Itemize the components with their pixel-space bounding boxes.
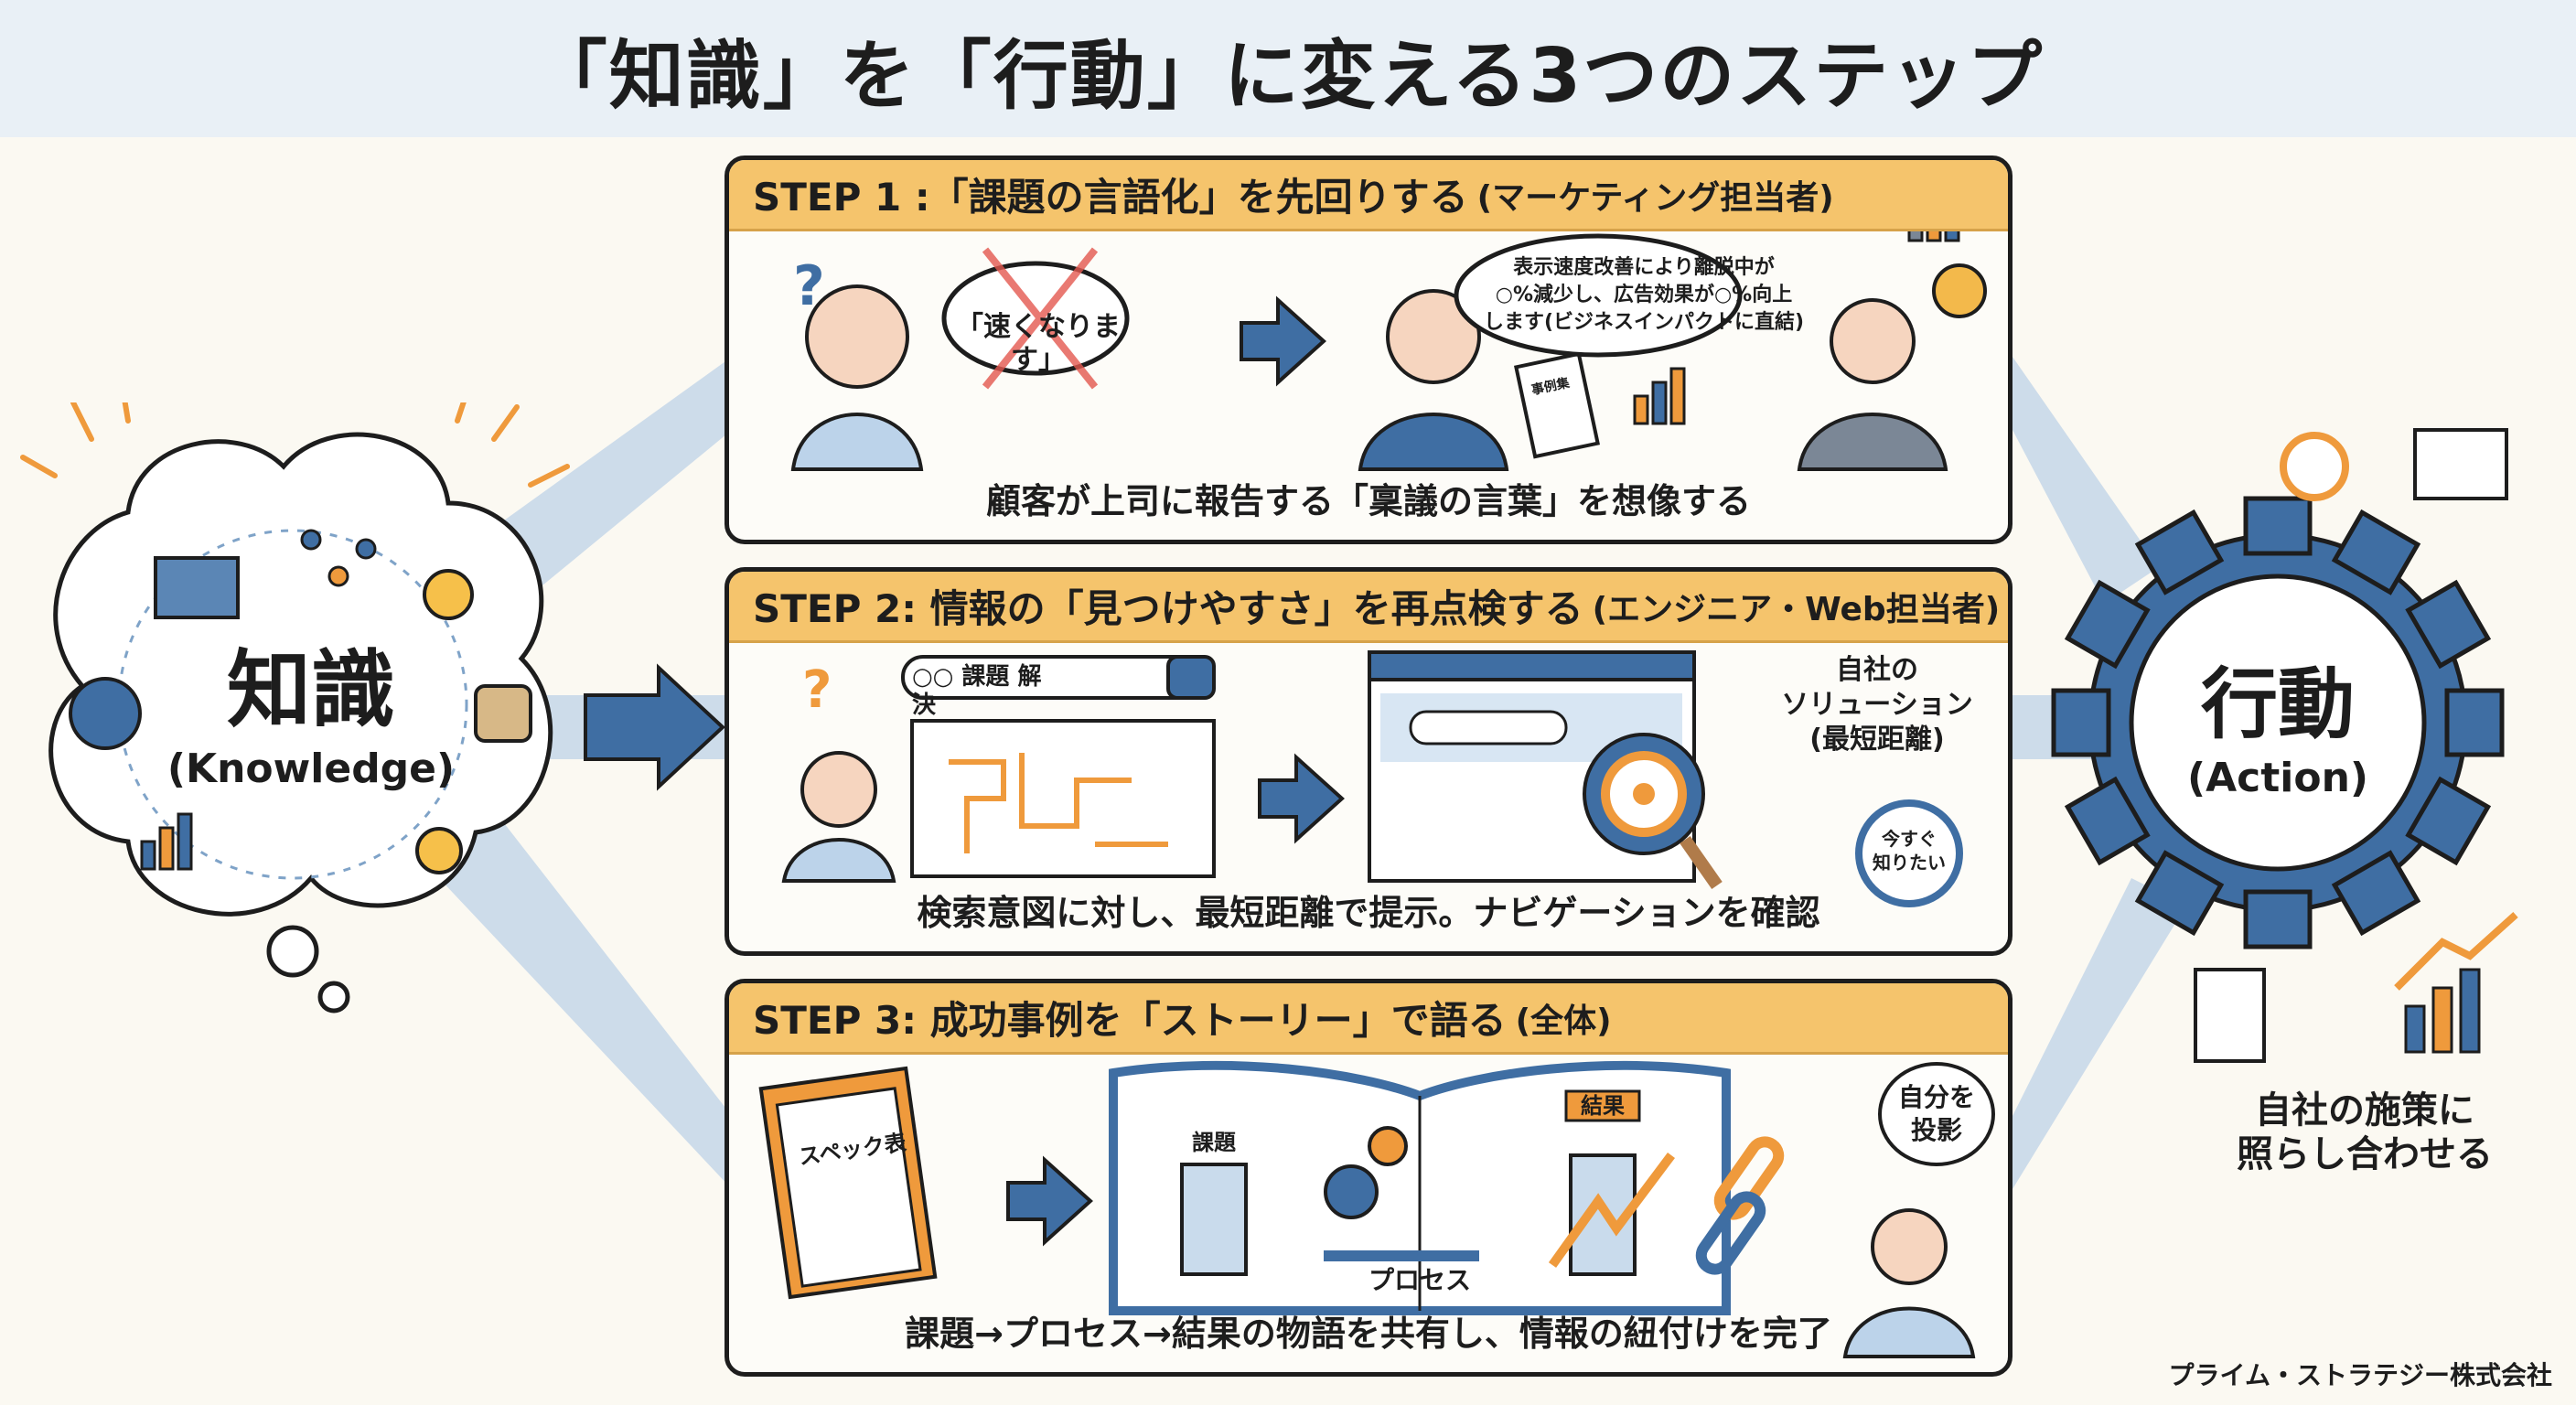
action-note-line1: 自社の施策に bbox=[2255, 1089, 2474, 1132]
confused-user-icon bbox=[781, 751, 896, 883]
step-2-title: STEP 2: 情報の「見つけやすさ」を再点検する bbox=[753, 586, 1583, 631]
chain-link-icon bbox=[1695, 1136, 1785, 1275]
step-1-caption: 顧客が上司に報告する「稟議の言葉」を想像する bbox=[985, 481, 1751, 521]
presentation-chart-icon bbox=[2413, 428, 2508, 500]
clock-icon bbox=[1855, 799, 1963, 907]
clock-label-line1: 今すぐ bbox=[1882, 828, 1937, 850]
step-1-panel: STEP 1 :「課題の言語化」を先回りする(マーケティング担当者) ? 「速く… bbox=[724, 156, 2012, 544]
growth-arrow bbox=[1548, 1153, 1675, 1268]
company-footer: プライム・ストラテジー株式会社 bbox=[2168, 1360, 2552, 1390]
good-phrase-line3: します(ビジネスインパクトに直結) bbox=[1483, 311, 1805, 334]
gear-icon bbox=[1324, 1164, 1379, 1219]
knowledge-label: 知識 bbox=[226, 641, 395, 739]
clock-label-line2: 知りたい bbox=[1873, 852, 1946, 874]
gear-icon bbox=[1368, 1126, 1408, 1166]
arrow-right-icon bbox=[1240, 295, 1326, 387]
thought-line2: 投影 bbox=[1910, 1115, 1962, 1145]
step-2-panel: STEP 2: 情報の「見つけやすさ」を再点検する(エンジニア・Web担当者) … bbox=[724, 567, 2012, 956]
step-2-role: (エンジニア・Web担当者) bbox=[1592, 590, 2001, 628]
step-2-caption: 検索意図に対し、最短距離で提示。ナビゲーションを確認 bbox=[917, 893, 1820, 933]
action-sublabel: (Action) bbox=[2186, 755, 2369, 801]
chart-up-icon bbox=[1633, 367, 1686, 425]
growth-chart-icon bbox=[2394, 912, 2518, 1054]
step-1-title: STEP 1 :「課題の言語化」を先回りする bbox=[753, 175, 1468, 220]
action-gear bbox=[2049, 428, 2518, 1063]
manager-icon bbox=[1797, 298, 1948, 471]
checklist-icon bbox=[2194, 968, 2266, 1063]
lightbulb-icon bbox=[423, 569, 474, 620]
step-3-illustration bbox=[758, 1060, 1995, 1358]
target-label-line2: ソリューション bbox=[1781, 689, 1973, 721]
knowledge-cloud bbox=[20, 402, 570, 1014]
good-phrase-line1: 表示速度改善により離脱中が bbox=[1513, 256, 1775, 279]
lightbulb-icon bbox=[415, 827, 463, 874]
pie-chart-icon bbox=[69, 677, 142, 750]
scroll-icon bbox=[474, 684, 532, 743]
step-1-role: (マーケティング担当者) bbox=[1476, 178, 1834, 217]
thinking-person-icon bbox=[1842, 1208, 1976, 1358]
title-bar: 「知識」を「行動」に変える3つのステップ bbox=[0, 0, 2576, 137]
document-icon bbox=[1513, 351, 1601, 459]
knowledge-sublabel: (Knowledge) bbox=[166, 745, 456, 792]
step-1-illustration: ? bbox=[790, 231, 1987, 471]
arrow-right-icon bbox=[1006, 1155, 1093, 1247]
action-label: 行動 bbox=[2200, 660, 2355, 749]
issue-label: 課題 bbox=[1192, 1130, 1236, 1155]
search-query: ○○ 課題 解決 bbox=[912, 663, 1042, 720]
arrow-right-icon bbox=[584, 663, 725, 791]
action-note-line2: 照らし合わせる bbox=[2237, 1133, 2493, 1175]
bad-phrase-bubble: 「速くなります」 bbox=[956, 311, 1121, 376]
step-3-header: STEP 3: 成功事例を「ストーリー」で語る(全体) bbox=[729, 983, 2008, 1055]
step-3-role: (全体) bbox=[1515, 1002, 1612, 1040]
good-phrase-line2: ○%減少し、広告効果が○%向上 bbox=[1495, 284, 1793, 306]
question-mark-icon: ? bbox=[802, 660, 832, 720]
thought-line1: 自分を bbox=[1897, 1082, 1975, 1112]
bar-chart-icon bbox=[1907, 231, 1960, 242]
arrow-right-icon bbox=[1258, 753, 1345, 844]
magnifier-handle bbox=[1680, 835, 1723, 890]
process-label: プロセス bbox=[1368, 1265, 1471, 1295]
page-title: 「知識」を「行動」に変える3つのステップ bbox=[531, 32, 2045, 120]
step-3-panel: STEP 3: 成功事例を「ストーリー」で語る(全体) スペック表 課題 結果 … bbox=[724, 979, 2012, 1377]
step-2-header: STEP 2: 情報の「見つけやすさ」を再点検する(エンジニア・Web担当者) bbox=[729, 572, 2008, 643]
check-circle-icon bbox=[2280, 432, 2349, 501]
step-2-illustration: ? bbox=[781, 650, 1963, 907]
step-1-header: STEP 1 :「課題の言語化」を先回りする(マーケティング担当者) bbox=[729, 160, 2008, 231]
target-label-line1: 自社の bbox=[1836, 654, 1918, 686]
result-label: 結果 bbox=[1581, 1093, 1625, 1119]
step-3-caption: 課題→プロセス→結果の物語を共有し、情報の紐付けを完了 bbox=[905, 1314, 1832, 1354]
search-icon bbox=[1166, 655, 1216, 700]
businessman-icon bbox=[1358, 289, 1509, 471]
network-icon bbox=[300, 529, 377, 587]
bar-chart-icon bbox=[140, 812, 193, 871]
confused-woman-icon bbox=[790, 284, 924, 471]
dollar-coin-icon bbox=[1932, 263, 1987, 318]
building-icon bbox=[1180, 1163, 1248, 1276]
target-label-line3: (最短距離) bbox=[1809, 724, 1945, 756]
question-mark-icon: ? bbox=[793, 254, 825, 318]
book-icon bbox=[154, 556, 240, 619]
cross-icon bbox=[982, 247, 1099, 390]
maze-icon bbox=[910, 719, 1216, 878]
step-3-title: STEP 3: 成功事例を「ストーリー」で語る bbox=[753, 998, 1507, 1043]
